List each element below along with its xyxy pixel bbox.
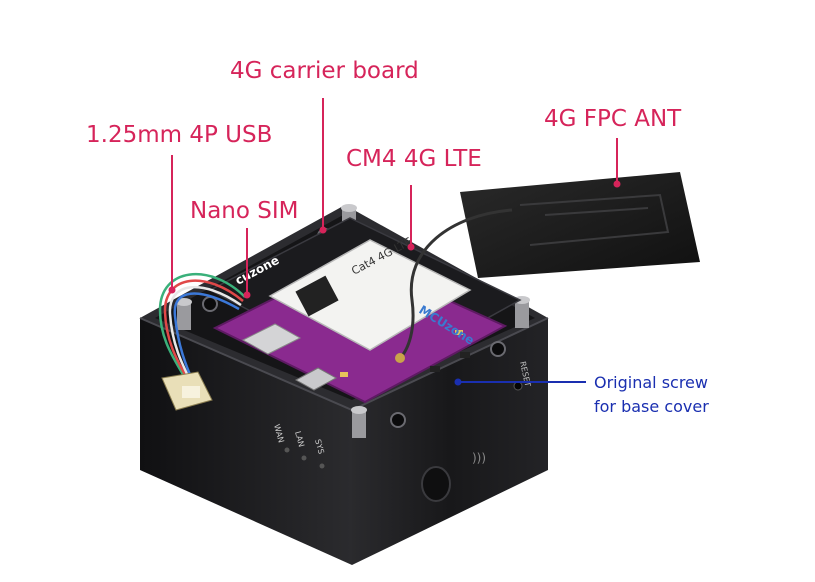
standoff-right — [514, 296, 530, 328]
standoff-front — [351, 406, 367, 438]
standoff-left — [176, 298, 192, 330]
antenna-traces — [519, 193, 670, 246]
label-fpc-ant: 4G FPC ANT — [544, 106, 682, 132]
leader-screw-dot — [454, 378, 462, 386]
label-screw-line2: for base cover — [594, 397, 709, 416]
antenna-connector — [395, 353, 405, 363]
wifi-symbol: ))) — [472, 451, 486, 465]
label-cm4: CM4 4G LTE — [346, 146, 482, 172]
callout-lines — [168, 98, 621, 386]
lte-module — [268, 239, 472, 351]
led-lan — [301, 455, 307, 461]
enclosure-right-face — [352, 318, 548, 565]
label-nano-sim: Nano SIM — [190, 198, 299, 224]
usb-connector — [161, 371, 213, 411]
leader-cm4-dot — [407, 243, 415, 251]
power-button — [421, 466, 451, 502]
leader-nano-sim-dot — [243, 291, 251, 299]
fpc-antenna — [460, 172, 700, 278]
sim-slot — [241, 323, 302, 355]
leader-usb-dot — [168, 286, 176, 294]
usb-cable — [158, 272, 246, 385]
antenna-cable — [398, 208, 513, 360]
label-carrier-board: 4G carrier board — [230, 58, 419, 84]
reset-hole — [513, 381, 523, 391]
leader-carrier-board-dot — [319, 226, 327, 234]
led-sys — [319, 463, 325, 469]
usb-c-port — [294, 367, 338, 391]
led-label-sys: SYS — [313, 438, 326, 455]
leader-fpc-ant-dot — [613, 180, 621, 188]
led-wan — [284, 447, 290, 453]
qr-code — [295, 275, 339, 317]
led-label-lan: LAN — [293, 430, 306, 448]
label-screw-line1: Original screw — [594, 373, 708, 392]
label-usb: 1.25mm 4P USB — [86, 122, 273, 148]
